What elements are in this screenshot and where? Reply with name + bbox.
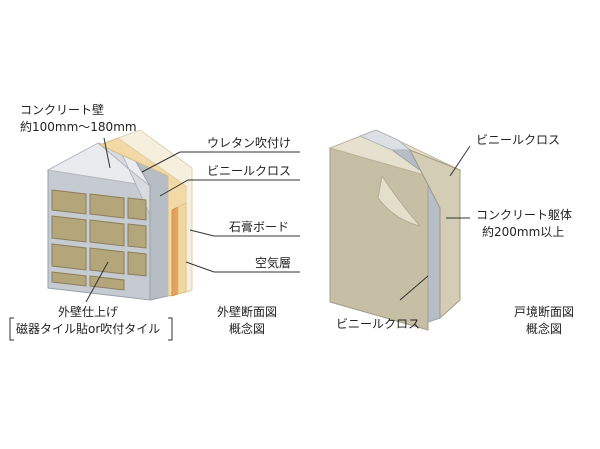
- exterior-wall-block: [46, 129, 193, 301]
- finish-brackets: [9, 317, 173, 341]
- exterior-finish-title: 外壁仕上げ: [58, 305, 119, 319]
- boundary-front-face: [329, 147, 429, 331]
- boundary-concrete-label: コンクリート躯体: [476, 208, 573, 222]
- exterior-air-label: 空気層: [255, 256, 292, 270]
- exterior-vinyl-layer: [171, 206, 179, 297]
- boundary-caption-title: 戸境断面図: [514, 305, 575, 319]
- exterior-gypsum-label: 石膏ボード: [229, 220, 290, 234]
- boundary-side-face: [408, 149, 461, 320]
- exterior-concrete-label: コンクリート壁: [20, 103, 105, 117]
- exterior-urethan-label: ウレタン吹付け: [207, 136, 292, 150]
- boundary-vinyl-top-label: ビニールクロス: [476, 133, 561, 147]
- exterior-air-layer: [177, 202, 187, 295]
- boundary-wall-block: [328, 129, 462, 331]
- leader-lines: [85, 137, 471, 303]
- exterior-vinyl-label: ビニールクロス: [207, 164, 292, 178]
- boundary-concrete-top: [358, 129, 412, 151]
- boundary-caption-sub: 概念図: [526, 322, 563, 336]
- boundary-concrete-thickness: 約200mm以上: [482, 225, 565, 239]
- exterior-caption-title: 外壁断面図: [217, 305, 278, 319]
- exterior-finish-detail: 磁器タイル貼or吹付タイル: [16, 322, 161, 336]
- exterior-caption-sub: 概念図: [229, 322, 266, 336]
- exterior-tiles: [51, 189, 147, 291]
- boundary-vinyl-bottom-label: ビニールクロス: [336, 317, 421, 331]
- exterior-concrete-thickness: 約100mm〜180mm: [20, 120, 137, 134]
- exterior-gypsum-layer: [116, 129, 193, 293]
- boundary-peeled-cloth: [377, 174, 422, 227]
